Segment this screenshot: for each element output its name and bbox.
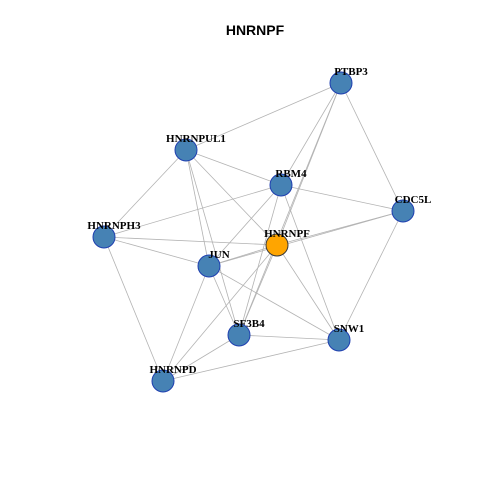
diagram-title: HNRNPF: [226, 22, 285, 38]
node-label-hnrnph3: HNRNPH3: [87, 220, 141, 232]
node-hnrnpul1: [174, 138, 198, 162]
edge-cdc5l-snw1: [338, 210, 404, 341]
node-rbm4: [269, 173, 293, 197]
edge-hnrnph3-hnrnpf: [103, 236, 278, 246]
edge-hnrnpul1-rbm4: [185, 149, 282, 186]
node-label-hnrnpul1: HNRNPUL1: [166, 133, 226, 145]
edge-snw1-hnrnpd: [162, 339, 340, 382]
node-sf3b4: [227, 323, 251, 347]
node-hnrnpf: [265, 233, 289, 257]
edge-sf3b4-hnrnpd: [162, 334, 240, 382]
node-label-sf3b4: SF3B4: [233, 318, 265, 330]
node-hnrnph3: [92, 225, 116, 249]
edge-rbm4-hnrnph3: [103, 184, 282, 238]
edge-hnrnph3-hnrnpd: [103, 236, 164, 382]
node-ptbp3: [329, 71, 353, 95]
edge-hnrnph3-jun: [103, 236, 210, 267]
edge-rbm4-snw1: [280, 184, 340, 341]
node-hnrnpd: [151, 369, 175, 393]
edge-rbm4-jun: [208, 184, 282, 267]
edge-jun-sf3b4: [208, 265, 240, 336]
edge-hnrnpf-sf3b4: [238, 244, 278, 336]
edge-hnrnpf-hnrnpd: [162, 244, 278, 382]
edge-hnrnpul1-hnrnph3: [103, 149, 187, 238]
edge-jun-snw1: [208, 265, 340, 341]
edge-jun-hnrnpd: [162, 265, 210, 382]
node-cdc5l: [391, 199, 415, 223]
edge-hnrnpul1-sf3b4: [185, 149, 240, 336]
edge-cdc5l-jun: [208, 210, 404, 267]
node-jun: [197, 254, 221, 278]
edge-ptbp3-cdc5l: [340, 82, 404, 212]
edge-hnrnpf-snw1: [276, 244, 340, 341]
edge-hnrnpul1-hnrnpf: [185, 149, 278, 246]
edge-hnrnpul1-jun: [185, 149, 210, 267]
node-layer: [92, 71, 415, 393]
edge-rbm4-cdc5l: [280, 184, 404, 212]
node-label-ptbp3: PTBP3: [334, 66, 368, 78]
edge-ptbp3-hnrnpul1: [185, 82, 342, 151]
edge-sf3b4-snw1: [238, 334, 340, 341]
edge-hnrnpf-jun: [208, 244, 278, 267]
node-snw1: [327, 328, 351, 352]
node-label-hnrnpd: HNRNPD: [149, 364, 196, 376]
node-label-hnrnpf: HNRNPF: [264, 228, 310, 240]
node-label-rbm4: RBM4: [275, 168, 307, 180]
edge-layer: [103, 82, 404, 382]
node-label-cdc5l: CDC5L: [395, 194, 432, 206]
edge-ptbp3-rbm4: [280, 82, 342, 186]
node-label-jun: JUN: [208, 249, 229, 261]
node-label-snw1: SNW1: [334, 323, 365, 335]
edge-rbm4-sf3b4: [238, 184, 282, 336]
